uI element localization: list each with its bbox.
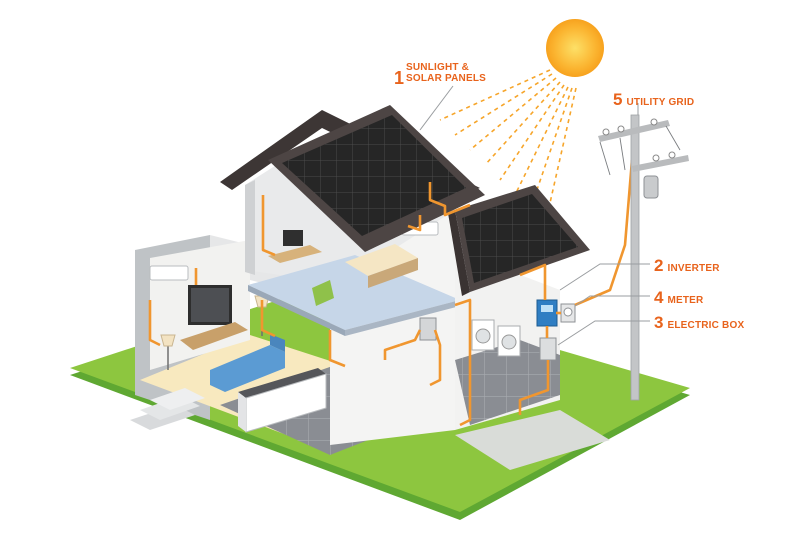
solar-panel-array-main xyxy=(282,115,466,236)
callout-leaders xyxy=(419,85,650,346)
utility-room xyxy=(419,250,576,430)
callout-label: INVERTER xyxy=(667,263,720,274)
callout-label-line2: SOLAR PANELS xyxy=(406,73,486,84)
kitchen-island xyxy=(238,368,327,433)
callout-number: 3 xyxy=(654,313,664,332)
callout-number: 4 xyxy=(654,288,664,307)
right-roof xyxy=(448,185,590,296)
inverter-unit xyxy=(536,299,558,327)
callout-number: 1 xyxy=(394,68,405,88)
callout-label: UTILITY GRID xyxy=(626,97,695,108)
callout-label: ELECTRIC BOX xyxy=(667,320,745,331)
callout-number: 5 xyxy=(613,90,623,109)
electrical-wiring xyxy=(148,159,634,427)
utility-pole-icon xyxy=(598,114,689,401)
sun-icon xyxy=(546,19,604,77)
callout-number: 2 xyxy=(654,256,664,275)
main-roof xyxy=(220,105,485,252)
callout-label-line1: SUNLIGHT & xyxy=(406,62,470,73)
solar-panel-array-right xyxy=(462,194,578,283)
electric-box-unit xyxy=(539,337,557,361)
callout-sunlight-solar-panels: 1 SUNLIGHT & SOLAR PANELS xyxy=(394,62,486,87)
entry-steps xyxy=(130,388,205,430)
callout-label: METER xyxy=(667,295,704,306)
